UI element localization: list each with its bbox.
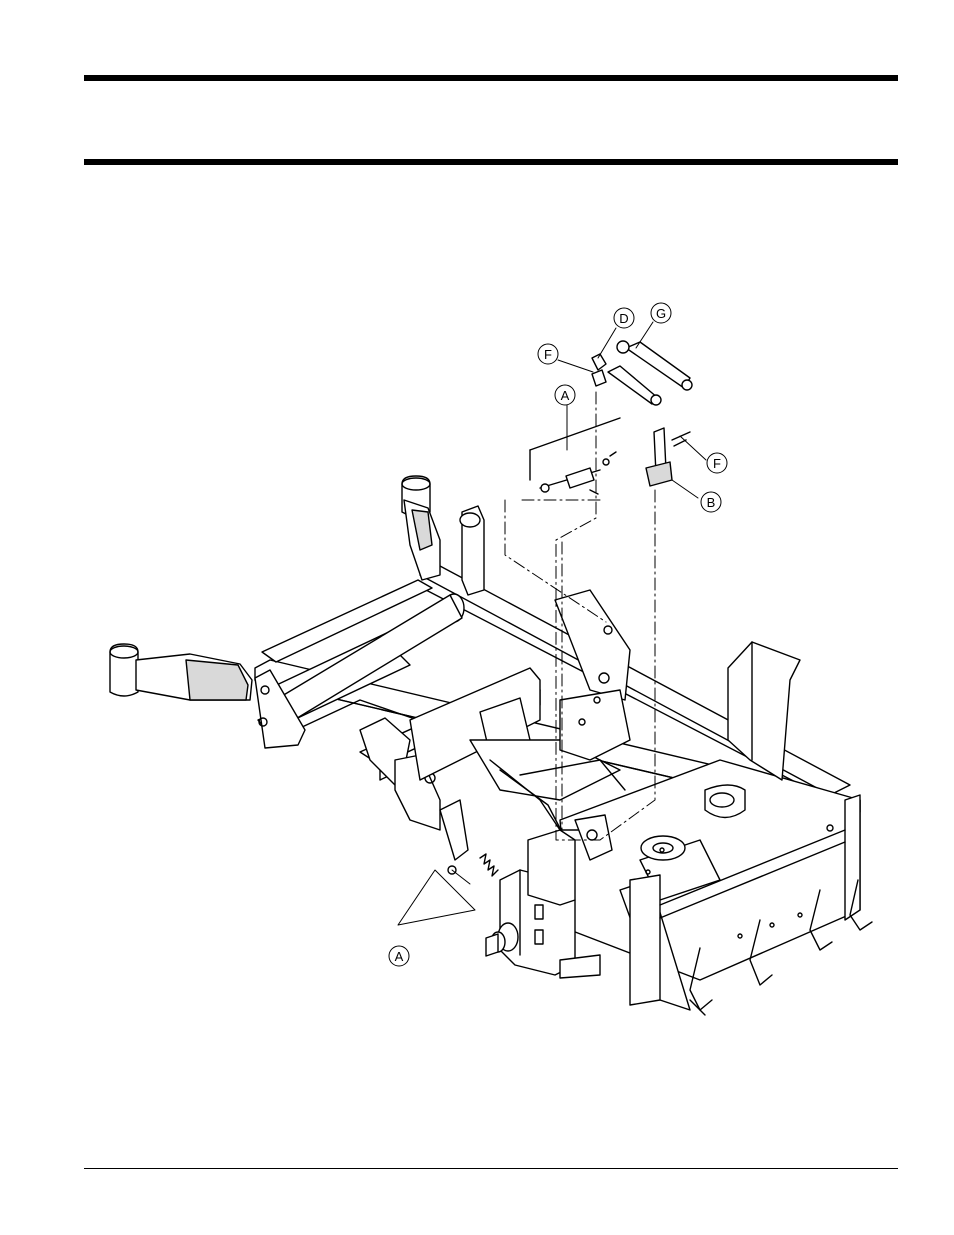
- svg-text:G: G: [656, 306, 666, 321]
- callout-f-left: F: [538, 344, 558, 364]
- control-linkage: [410, 668, 630, 860]
- callout-a-bottom: A: [389, 946, 409, 966]
- callout-f-right: F: [707, 453, 727, 473]
- svg-text:F: F: [713, 456, 721, 471]
- callout-d: D: [614, 308, 634, 328]
- svg-text:B: B: [707, 495, 716, 510]
- svg-text:D: D: [619, 311, 628, 326]
- gas-spring-g: [608, 341, 692, 405]
- svg-text:A: A: [561, 388, 570, 403]
- bracket-b: [646, 428, 690, 486]
- footer-rule: [84, 1168, 898, 1169]
- callout-g: G: [651, 303, 671, 323]
- fittings-d-f: [592, 354, 606, 386]
- cable-assembly-a: [530, 418, 620, 494]
- svg-text:A: A: [395, 949, 404, 964]
- svg-text:F: F: [544, 347, 552, 362]
- callout-a-top: A: [555, 385, 575, 405]
- callout-b: B: [701, 492, 721, 512]
